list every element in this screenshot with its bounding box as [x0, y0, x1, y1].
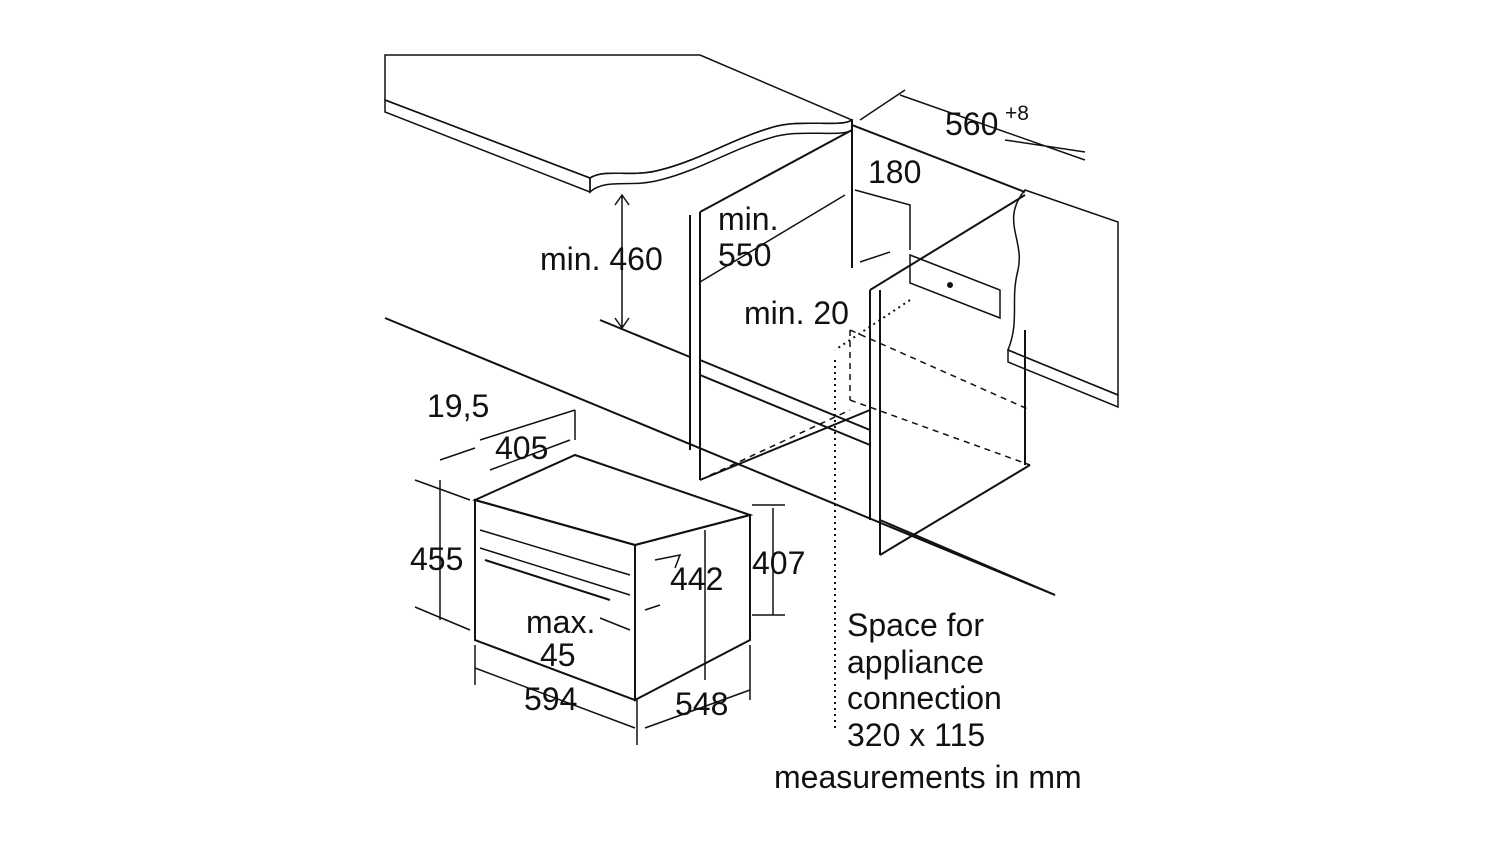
appliance-space-outline: [699, 299, 1031, 730]
note-line-3: connection: [847, 680, 1002, 716]
handle-depth-label: 45: [540, 637, 576, 673]
oven: [472, 453, 754, 702]
front-panel-label: 19,5: [427, 388, 489, 424]
niche-width-tolerance-label: +8: [1005, 102, 1029, 125]
note-line-2: appliance: [847, 644, 984, 680]
body-height-label: 407: [752, 545, 805, 581]
depth-label: 548: [675, 686, 728, 722]
niche-width-label: 560: [945, 106, 998, 142]
min-depth-prefix-label: min.: [718, 201, 778, 237]
units-note: measurements in mm: [774, 759, 1082, 795]
note-line-4: 320 x 115: [847, 717, 985, 753]
min-height-label: min. 460: [540, 241, 663, 277]
connection-offset-label: 180: [868, 154, 921, 190]
total-height-label: 455: [410, 541, 463, 577]
min-gap-label: min. 20: [744, 295, 849, 331]
dimension-lines: [414, 89, 1086, 745]
connection-area: [909, 253, 1001, 320]
door-height-label: 442: [670, 561, 723, 597]
cabinet-outline: [384, 120, 1056, 596]
top-depth-label: 405: [495, 430, 548, 466]
handle-prefix-label: max.: [526, 604, 595, 640]
min-depth-label: 550: [718, 237, 771, 273]
note-line-1: Space for: [847, 607, 984, 643]
left-countertop: [384, 54, 854, 194]
width-label: 594: [524, 681, 577, 717]
right-countertop: [1007, 189, 1119, 409]
